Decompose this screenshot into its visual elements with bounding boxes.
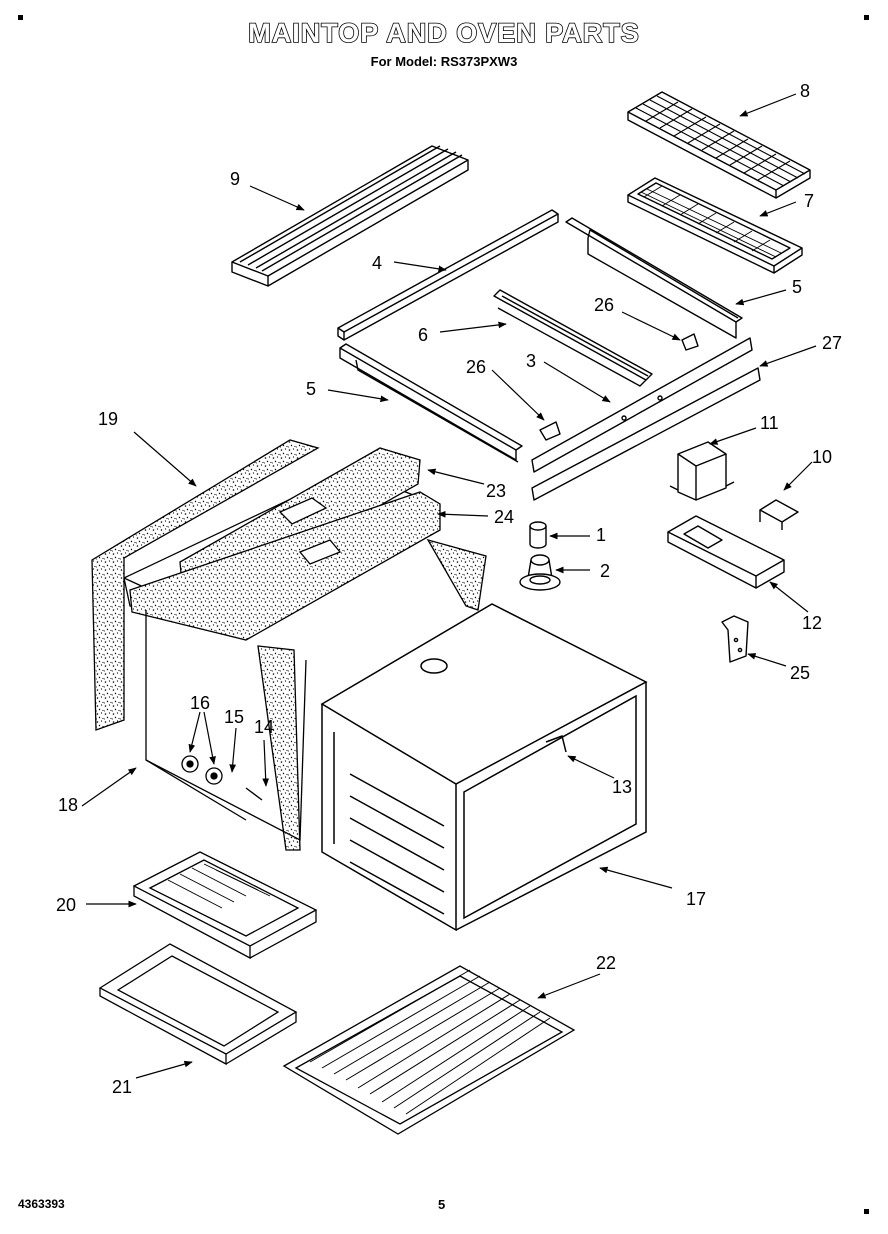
model-subtitle: For Model: RS373PXW3 — [370, 54, 518, 69]
clip-part-upper — [681, 333, 699, 351]
corner-mark-top-right — [864, 15, 869, 20]
tray-part — [667, 515, 785, 589]
callout-25: 25 — [790, 663, 811, 683]
callout-8: 8 — [800, 81, 811, 101]
callout-21: 21 — [112, 1077, 133, 1097]
document-number: 4363393 — [18, 1197, 65, 1211]
side-channel-lower-part — [339, 343, 523, 463]
callout-18: 18 — [58, 795, 79, 815]
callout-24: 24 — [494, 507, 515, 527]
grid-filter-part — [627, 177, 803, 274]
page-title: MAINTOP AND OVEN PARTS — [247, 17, 640, 49]
side-channel-upper-part — [565, 217, 743, 339]
small-plate-part — [721, 615, 749, 663]
callout-14: 14 — [254, 717, 275, 737]
callout-11: 11 — [760, 413, 779, 433]
leader-lines — [81, 93, 817, 1079]
callout-6: 6 — [418, 325, 429, 345]
clip-part-lower — [539, 421, 561, 441]
callout-23: 23 — [486, 481, 507, 501]
cap-part — [529, 521, 547, 549]
front-strip-part — [531, 337, 753, 473]
callout-12: 12 — [802, 613, 823, 633]
page-number: 5 — [438, 1197, 446, 1212]
callout-13: 13 — [612, 777, 633, 797]
callout-19: 19 — [98, 409, 119, 429]
insulation-group — [91, 439, 487, 851]
oven-rack-part — [282, 965, 576, 1135]
callout-20: 20 — [56, 895, 77, 915]
callout-15: 15 — [224, 707, 245, 727]
broil-pan-part — [132, 851, 318, 960]
corner-mark-top-left — [18, 15, 23, 20]
callout-16: 16 — [190, 693, 211, 713]
bracket-part — [759, 499, 799, 530]
callout-26-upper: 26 — [594, 295, 615, 315]
callout-1: 1 — [596, 525, 607, 545]
callout-27: 27 — [822, 333, 843, 353]
callout-17: 17 — [686, 889, 707, 909]
callout-26-lower: 26 — [466, 357, 487, 377]
broil-pan-bottom-part — [98, 943, 298, 1066]
callout-10: 10 — [812, 447, 833, 467]
callout-5-upper: 5 — [792, 277, 803, 297]
callout-5-lower: 5 — [306, 379, 317, 399]
callout-2: 2 — [600, 561, 611, 581]
callout-9: 9 — [230, 169, 241, 189]
callout-22: 22 — [596, 953, 617, 973]
grate-part — [627, 91, 811, 199]
oven-cavity-part — [320, 603, 648, 932]
callout-3: 3 — [526, 351, 537, 371]
fitting-part — [519, 554, 561, 591]
box-part — [669, 441, 735, 501]
top-strip-part — [337, 209, 559, 341]
callout-4: 4 — [372, 253, 383, 273]
long-rail-part — [231, 145, 469, 287]
callout-7: 7 — [804, 191, 815, 211]
corner-mark-bottom-right — [864, 1209, 869, 1214]
center-brace-part — [493, 289, 653, 387]
lower-strip-part — [531, 367, 761, 501]
